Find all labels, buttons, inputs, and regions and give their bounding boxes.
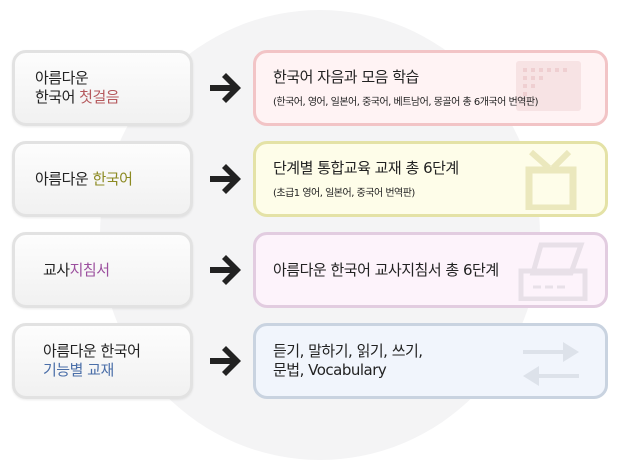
title-line1: 아름다운 (35, 69, 89, 87)
tv-icon (525, 150, 577, 210)
book-beautiful-korean-button[interactable]: 아름다운 한국어 (12, 141, 193, 217)
arrow-right-icon (210, 164, 241, 194)
keyboard-icon (516, 61, 581, 111)
title-line1: 교사지침서 (43, 261, 190, 280)
description-line1: 듣기, 말하기, 읽기, 쓰기, (273, 342, 423, 360)
title-highlight: 첫걸음 (79, 88, 120, 106)
arrow-right-icon (210, 346, 241, 376)
exchange-arrows-icon (523, 342, 579, 386)
description-box: 듣기, 말하기, 읽기, 쓰기, 문법, Vocabulary (253, 323, 608, 399)
description-line2: 문법, Vocabulary (273, 361, 387, 379)
row-first-steps: 아름다운 한국어 첫걸음 한국어 자음과 모음 학습 (한국어, 영어, 일본어… (0, 50, 625, 127)
title-line1: 아름다운 한국어 (35, 170, 190, 189)
description-title: 아름다운 한국어 교사지침서 총 6단계 (273, 260, 499, 279)
book-teacher-guide-button[interactable]: 교사지침서 (12, 232, 193, 308)
title-highlight: 지침서 (69, 260, 110, 279)
arrow-right-icon (210, 255, 241, 285)
printer-icon (518, 242, 588, 301)
description-box: 아름다운 한국어 교사지침서 총 6단계 (253, 232, 608, 308)
title-text: 교사 (43, 260, 70, 279)
title-text: 한국어 (35, 88, 80, 106)
book-skill-books-button[interactable]: 아름다운 한국어 기능별 교재 (12, 323, 193, 399)
title-text: 아름다운 (35, 169, 93, 188)
book-first-steps-button[interactable]: 아름다운 한국어 첫걸음 (12, 50, 193, 126)
arrow-right-icon (210, 73, 241, 103)
row-skill-books: 아름다운 한국어 기능별 교재 듣기, 말하기, 읽기, 쓰기, 문법, Voc… (0, 323, 625, 400)
description-title: 한국어 자음과 모음 학습 (273, 68, 419, 86)
title-highlight: 한국어 (92, 169, 133, 188)
row-teacher-guide: 교사지침서 아름다운 한국어 교사지침서 총 6단계 (0, 232, 625, 309)
row-beautiful-korean: 아름다운 한국어 단계별 통합교육 교재 총 6단계 (초급1 영어, 일본어,… (0, 141, 625, 218)
title-line1: 아름다운 한국어 (43, 342, 141, 360)
description-box: 한국어 자음과 모음 학습 (한국어, 영어, 일본어, 중국어, 베트남어, … (253, 50, 608, 126)
title-highlight: 기능별 교재 (43, 361, 114, 379)
description-subtitle: (초급1 영어, 일본어, 중국어 번역판) (273, 188, 415, 199)
description-title: 단계별 통합교육 교재 총 6단계 (273, 159, 459, 177)
description-subtitle: (한국어, 영어, 일본어, 중국어, 베트남어, 몽골어 총 6개국어 번역판… (273, 97, 539, 108)
description-box: 단계별 통합교육 교재 총 6단계 (초급1 영어, 일본어, 중국어 번역판) (253, 141, 608, 217)
title-line2: 한국어 첫걸음 (35, 88, 190, 107)
